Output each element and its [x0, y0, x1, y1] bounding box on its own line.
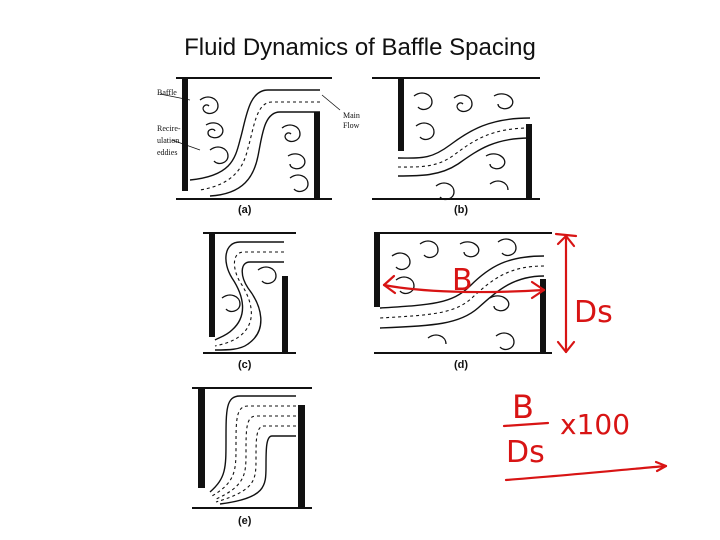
recirculation-label-1: Recire- — [157, 124, 181, 133]
shell-label-ds: Ds — [574, 295, 613, 330]
baffle-label: Baffle — [157, 88, 177, 97]
recirculation-label-3: eddies — [157, 148, 177, 157]
panel-d: (d) — [374, 232, 552, 371]
panel-b: (b) — [372, 77, 540, 216]
handwritten-annotations: B Ds B Ds x100 — [382, 232, 668, 482]
main-flow-label-2: Flow — [343, 121, 360, 130]
underline-stroke — [504, 464, 668, 482]
recirculation-label-2: ulation — [157, 136, 179, 145]
main-flow-label-1: Main — [343, 111, 360, 120]
baffle-spacing-arrow — [382, 283, 546, 294]
caption-a: (a) — [238, 204, 252, 216]
caption-e: (e) — [238, 515, 252, 527]
ratio-denominator: Ds — [506, 435, 545, 470]
spacing-label-b: B — [452, 263, 473, 298]
caption-b: (b) — [454, 204, 468, 216]
multiplier-x100: x100 — [560, 408, 630, 441]
fraction-bar — [502, 421, 550, 428]
ratio-numerator: B — [512, 388, 534, 426]
panel-a: Baffle Recire- ulation eddies Main Flow … — [157, 77, 360, 216]
page-title: Fluid Dynamics of Baffle Spacing — [184, 34, 536, 61]
caption-c: (c) — [238, 359, 252, 371]
panel-c: (c) — [203, 232, 296, 371]
arrow-head-right — [530, 280, 546, 300]
arrow-head-left — [382, 274, 397, 295]
panel-e: (e) — [192, 387, 312, 527]
caption-d: (d) — [454, 359, 468, 371]
